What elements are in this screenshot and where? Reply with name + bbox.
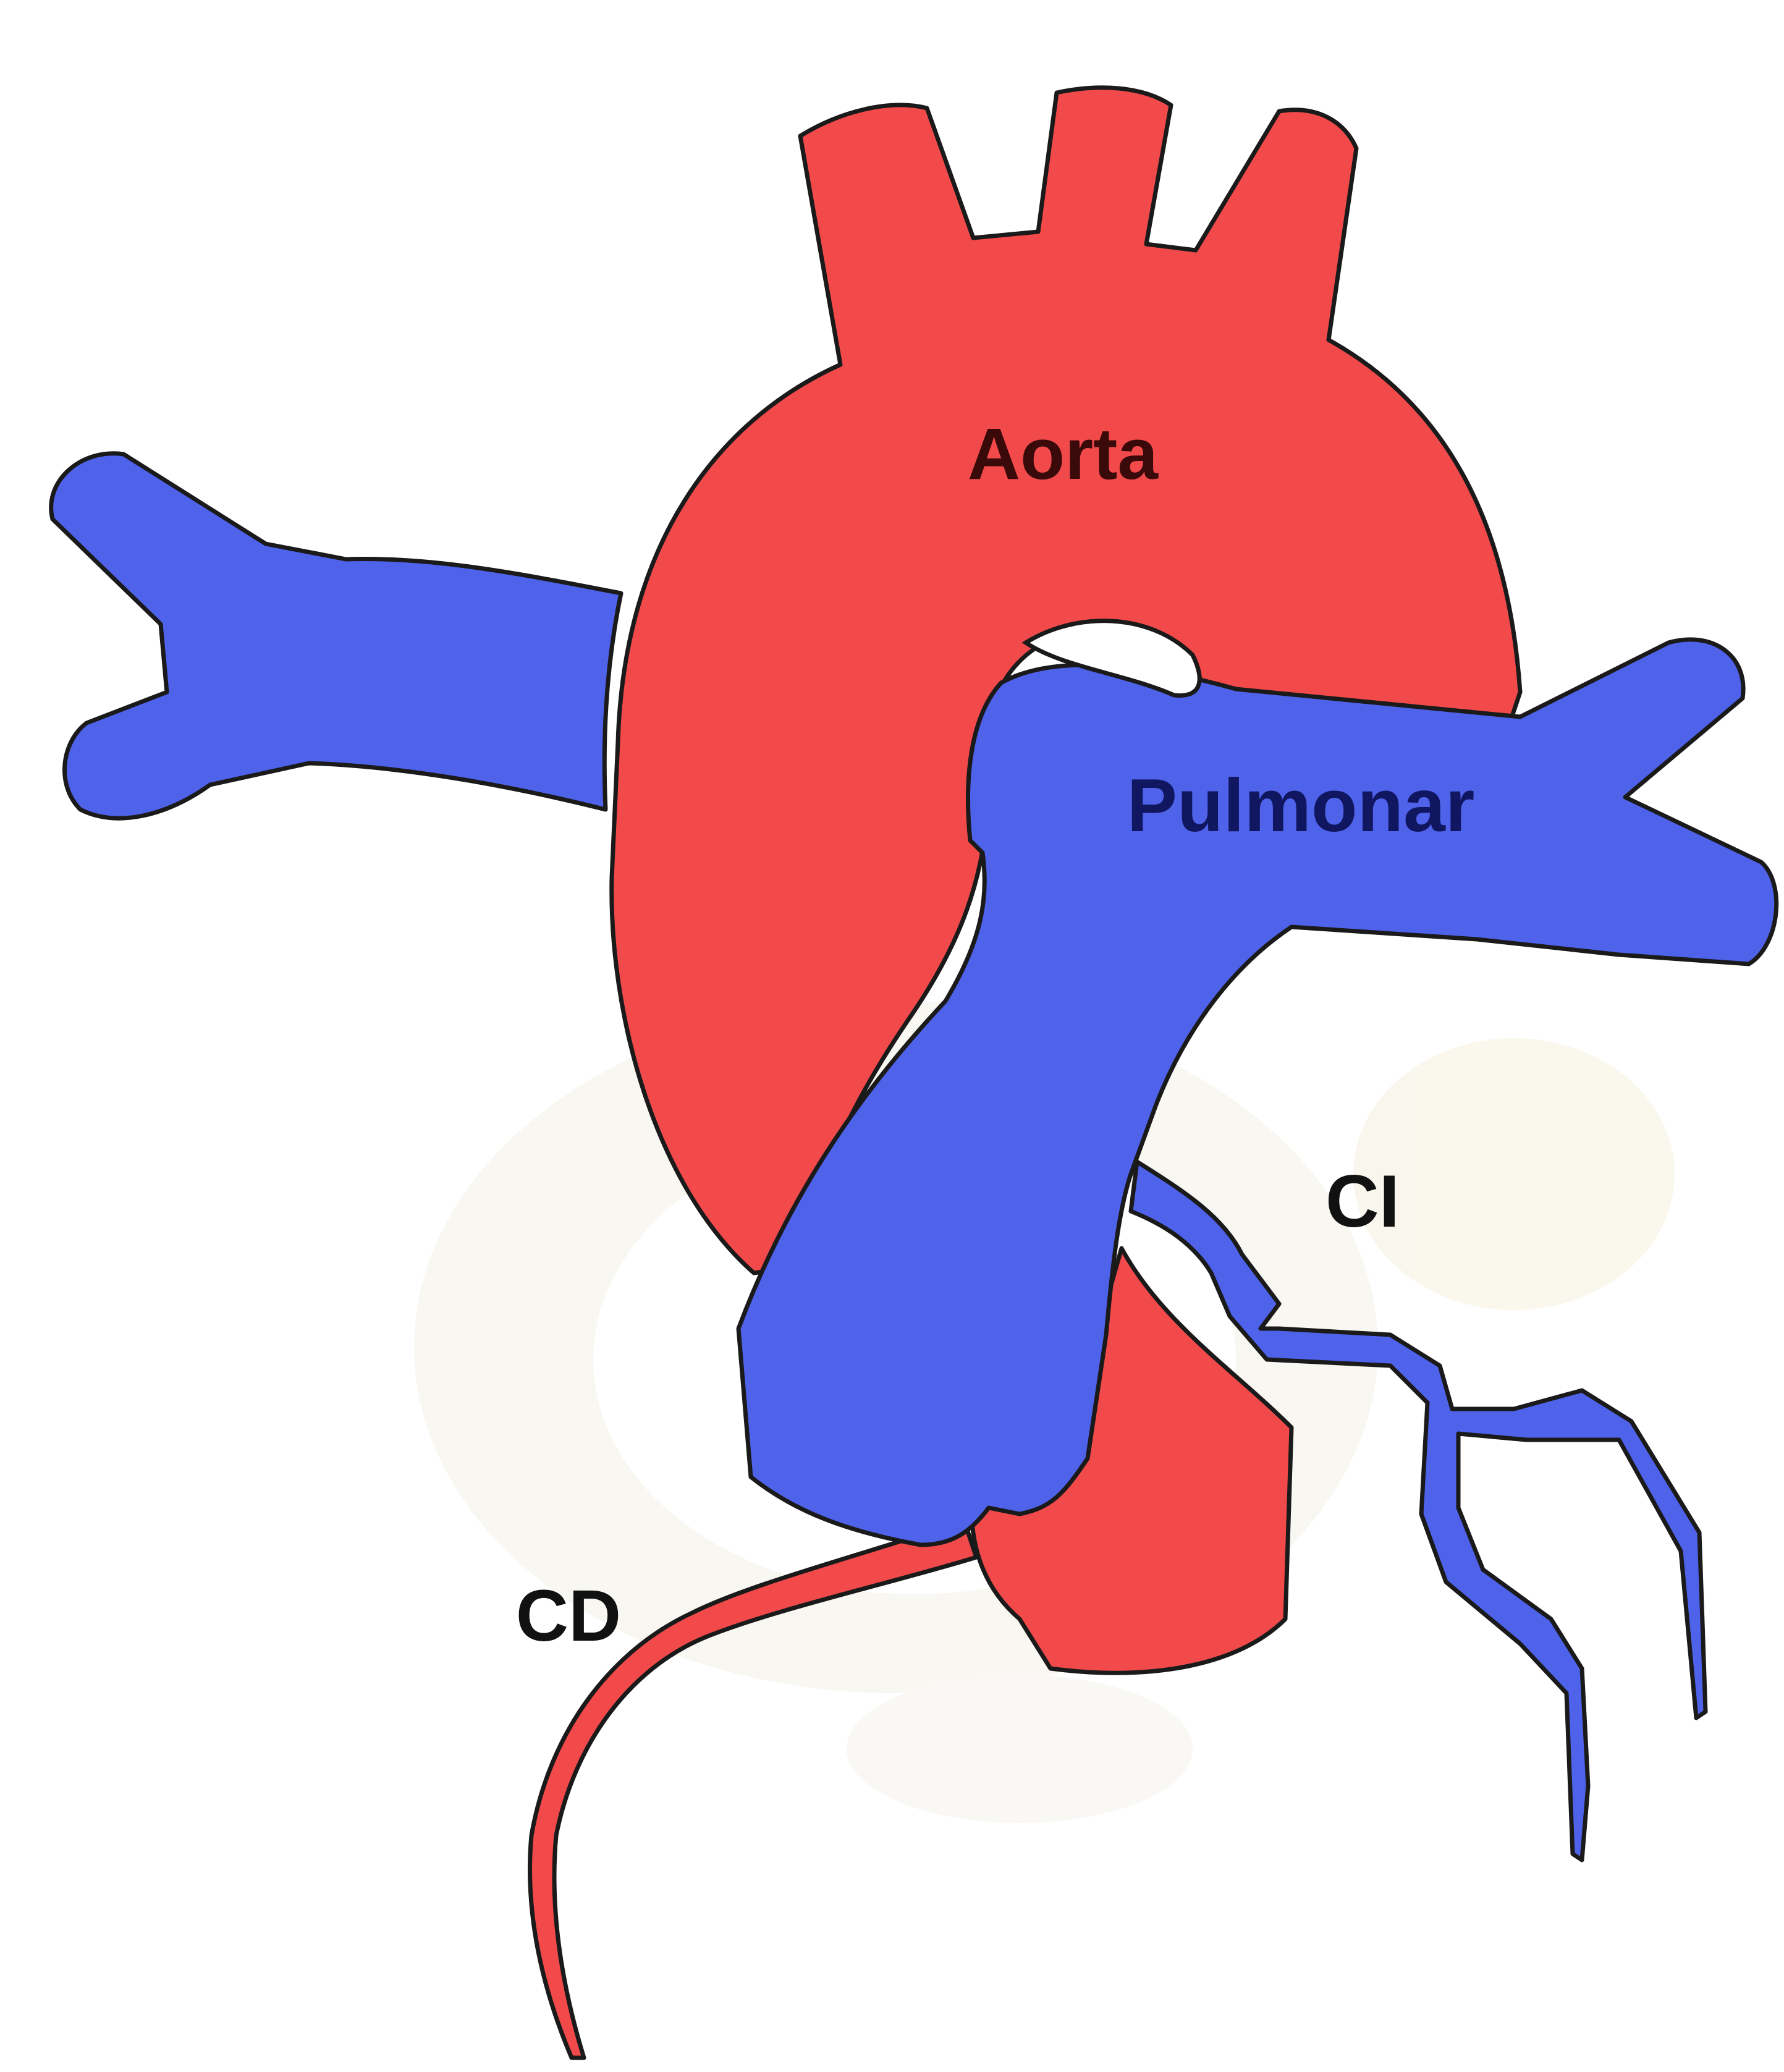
aorta-label: Aorta bbox=[968, 413, 1159, 495]
cd-label: CD bbox=[516, 1575, 621, 1657]
left-blue-branch bbox=[51, 454, 621, 818]
pulmonar-label: Pulmonar bbox=[1127, 763, 1475, 847]
ci-label: CI bbox=[1325, 1160, 1400, 1243]
